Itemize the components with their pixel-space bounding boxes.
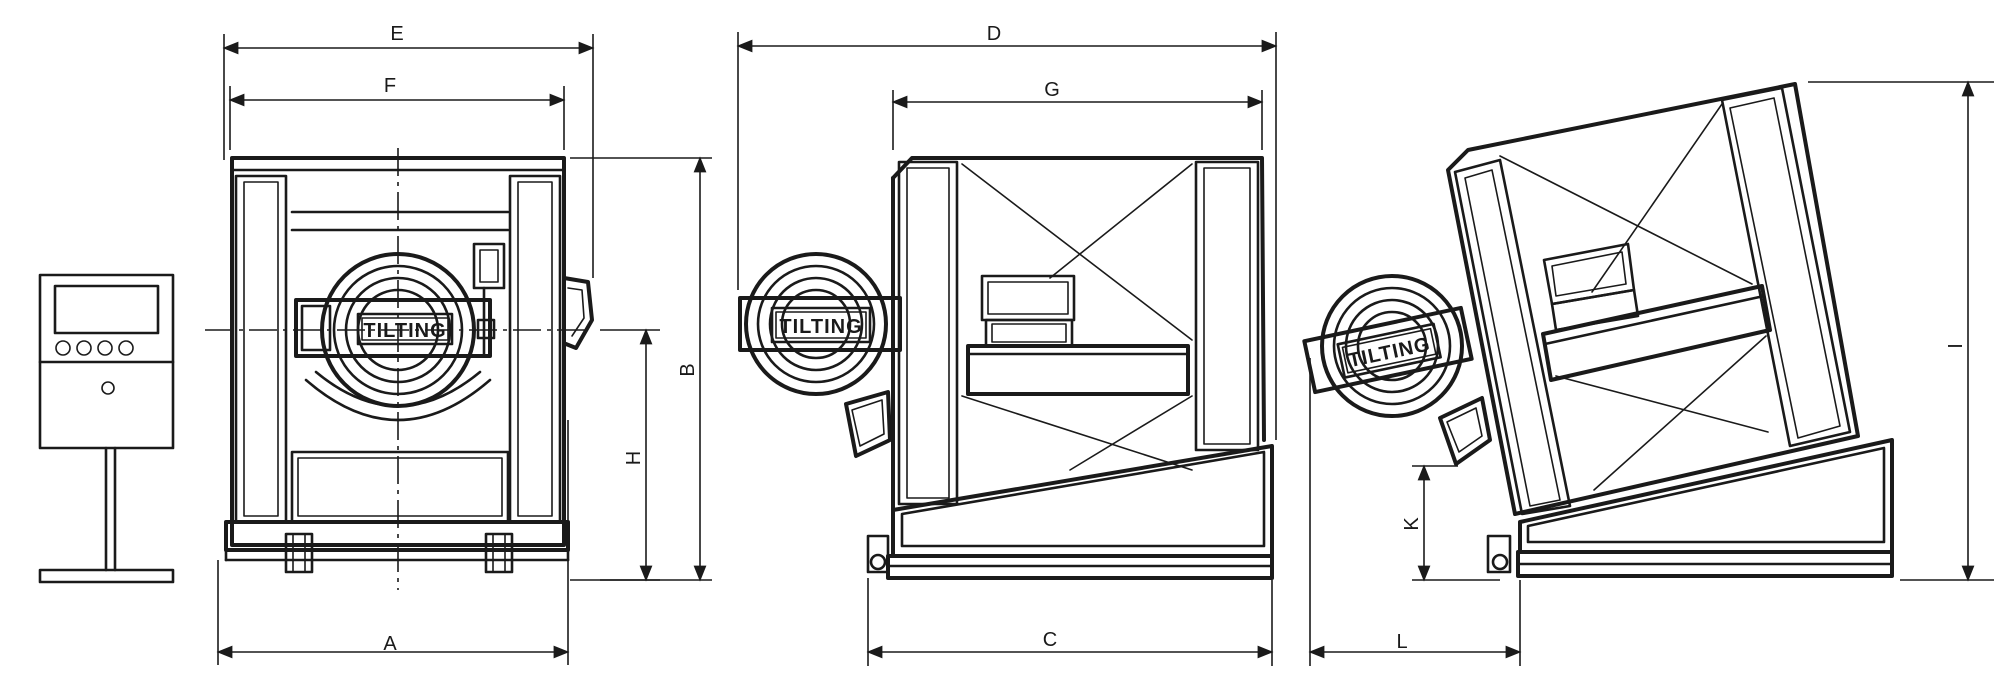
dimension-l: L: [1308, 358, 1522, 666]
dimension-label-b: B: [677, 363, 699, 376]
dimension-label-c: C: [1043, 629, 1057, 651]
dimension-label-k: K: [1401, 517, 1423, 531]
dimension-k: K: [1401, 464, 1500, 582]
front-view: TILTING: [205, 148, 594, 590]
dimension-c: C: [866, 578, 1274, 666]
dimension-label-l: L: [1396, 631, 1407, 653]
control-knob: [76, 340, 92, 356]
dimension-i: I: [1808, 80, 1994, 582]
side-view: TILTING: [738, 156, 1274, 580]
tilted-view: TILTING: [1302, 82, 1894, 578]
dimension-d: D: [736, 23, 1278, 440]
dimension-label-e: E: [390, 23, 403, 45]
dimension-label-f: F: [384, 75, 396, 97]
control-knob: [97, 340, 113, 356]
dimension-h: H: [600, 328, 660, 582]
dimension-label-d: D: [987, 23, 1001, 45]
tilting-plate-label: TILTING: [363, 320, 446, 342]
control-button: [101, 381, 115, 395]
dimension-f: F: [228, 75, 566, 150]
dimension-e: E: [222, 23, 595, 278]
tilting-plate-label: TILTING: [779, 316, 862, 338]
dimension-label-a: A: [383, 633, 397, 655]
dimension-b: B: [570, 156, 712, 582]
dimension-label-g: G: [1044, 79, 1060, 101]
dimension-a: A: [216, 420, 570, 665]
dimension-g: G: [891, 79, 1264, 150]
control-knob: [55, 340, 71, 356]
dimension-label-h: H: [623, 451, 645, 465]
control-panel: [38, 273, 175, 584]
dimension-label-i: I: [1945, 343, 1967, 349]
control-knob: [118, 340, 134, 356]
